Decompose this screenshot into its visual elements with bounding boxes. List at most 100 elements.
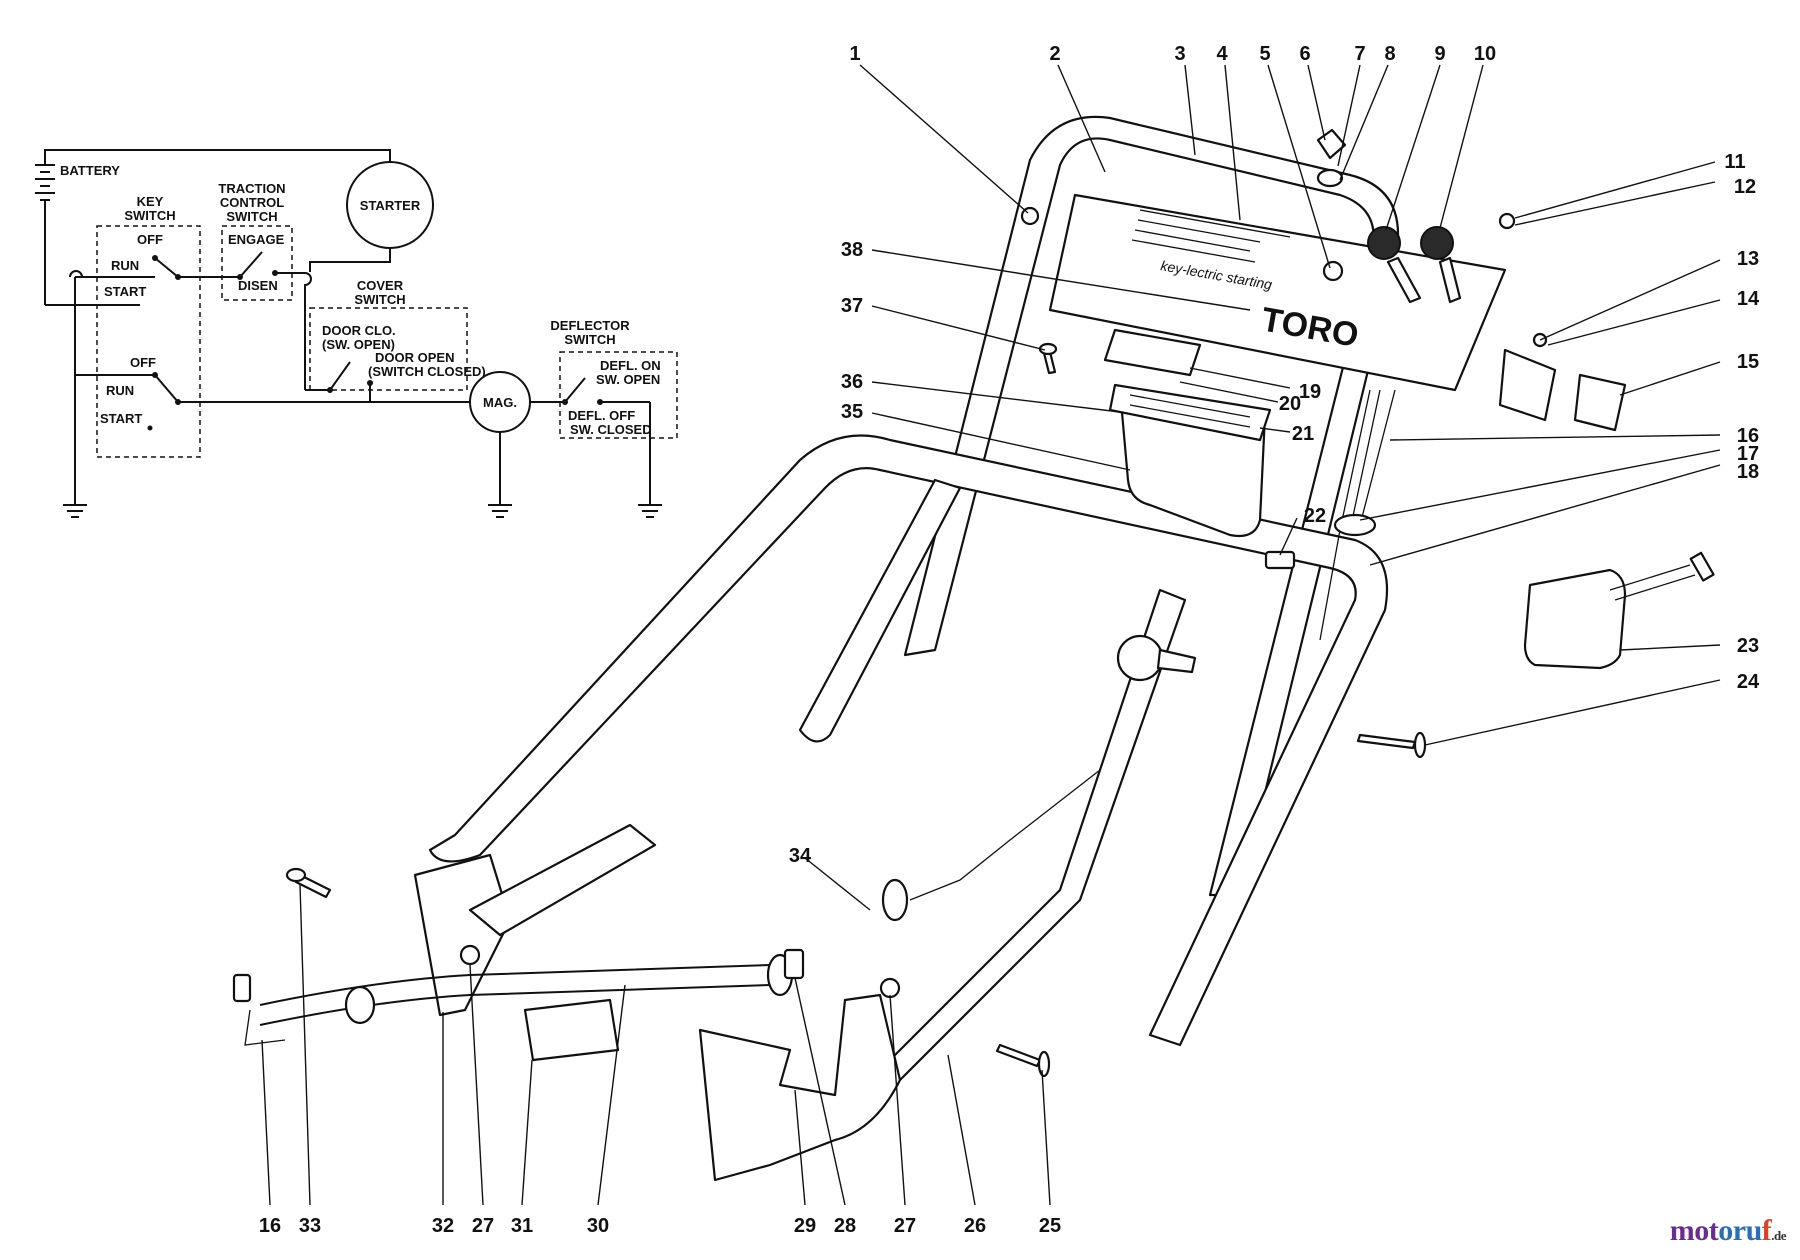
traction-label-1: TRACTION (218, 181, 285, 196)
callout-27-lower: 27 (472, 1215, 494, 1237)
door-open-2: (SWITCH CLOSED) (368, 364, 486, 379)
cable-clamp (523, 998, 620, 1062)
key-switch-box (96, 225, 201, 458)
watermark-part-1: mot (1669, 1214, 1719, 1247)
handle-knob (1116, 634, 1164, 682)
callout-38: 38 (841, 239, 863, 261)
callout-29: 29 (794, 1215, 816, 1237)
callout-30: 30 (587, 1215, 609, 1237)
key-run-upper: RUN (111, 258, 139, 273)
callout-37: 37 (841, 295, 863, 317)
door-clo-1: DOOR CLO. (322, 323, 396, 338)
mag-label: MAG. (483, 395, 517, 410)
callout-15: 15 (1737, 351, 1759, 373)
defl-on-1: DEFL. ON (600, 358, 661, 373)
defl-off-2: SW. CLOSED (570, 422, 652, 437)
battery-symbol (35, 164, 55, 201)
upper-handle (903, 115, 1400, 897)
callout-36: 36 (841, 371, 863, 393)
callout-5: 5 (1259, 43, 1270, 65)
key-start-lower: START (100, 411, 142, 426)
key-run-lower: RUN (106, 383, 134, 398)
deflector-switch-box (559, 351, 678, 439)
cover-label-2: SWITCH (354, 292, 405, 307)
charger (1523, 568, 1627, 670)
callout-22: 22 (1304, 505, 1326, 527)
deflector-label-2: SWITCH (564, 332, 615, 347)
key-off-lower: OFF (130, 355, 156, 370)
starter-label: STARTER (360, 198, 421, 213)
handle-strap (798, 478, 962, 743)
callout-11: 11 (1724, 151, 1745, 173)
leader-lines (261, 64, 1721, 1206)
control-panel (1048, 193, 1507, 392)
disen-label: DISEN (238, 278, 278, 293)
callout-4: 4 (1216, 43, 1228, 65)
relay-cover (1573, 373, 1627, 432)
callout-24: 24 (1737, 671, 1760, 693)
grommet (1333, 513, 1377, 537)
callout-35: 35 (841, 401, 863, 423)
wiring-schematic: BATTERY STARTER KEY SWITCH OFF RUN START… (35, 149, 678, 518)
traction-label-2: CONTROL (220, 195, 284, 210)
watermark-suffix: .de (1771, 1228, 1786, 1243)
callout-9: 9 (1434, 43, 1445, 65)
deflector-label-1: DEFLECTOR (550, 318, 630, 333)
defl-off-1: DEFL. OFF (568, 408, 635, 423)
callout-17: 17 (1737, 443, 1759, 465)
relay (1498, 348, 1557, 422)
callout-23: 23 (1737, 635, 1759, 657)
key-start-upper: START (104, 284, 146, 299)
callout-28: 28 (834, 1215, 856, 1237)
key-off-upper: OFF (137, 232, 163, 247)
callout-18: 18 (1737, 461, 1759, 483)
callout-8: 8 (1384, 43, 1395, 65)
defl-on-2: SW. OPEN (596, 372, 660, 387)
callout-7: 7 (1354, 43, 1365, 65)
callout-33: 33 (299, 1215, 321, 1237)
callout-16: 16 (1737, 425, 1759, 447)
choke-knob (1367, 226, 1401, 260)
callout-25: 25 (1039, 1215, 1061, 1237)
callout-10: 10 (1474, 43, 1496, 65)
key-switch-label-2: SWITCH (124, 208, 175, 223)
callout-20: 20 (1279, 393, 1301, 415)
battery-bracket (1103, 328, 1202, 377)
door-clo-2: (SW. OPEN) (322, 337, 395, 352)
watermark-logo: motoruf.de (1669, 1214, 1787, 1248)
callout-3: 3 (1174, 43, 1185, 65)
callout-2: 2 (1049, 43, 1060, 65)
switch-bracket (413, 853, 512, 1017)
callout-32: 32 (432, 1215, 454, 1237)
callout-13: 13 (1737, 248, 1759, 270)
traction-label-3: SWITCH (226, 209, 277, 224)
callout-34: 34 (789, 845, 812, 867)
callout-27: 27 (894, 1215, 916, 1237)
callout-numbers: 1 2 3 4 5 6 7 8 9 10 11 12 13 14 15 16 1… (259, 43, 1760, 1237)
ground-symbol-mag (488, 504, 512, 518)
callout-14: 14 (1737, 288, 1760, 310)
throttle-knob (1420, 226, 1454, 260)
carriage-bolt (1413, 731, 1427, 759)
door-open-1: DOOR OPEN (375, 350, 454, 365)
callout-31: 31 (511, 1215, 533, 1237)
callout-26: 26 (964, 1215, 986, 1237)
deflector-bracket (698, 993, 902, 1182)
lower-handle (428, 434, 1389, 1047)
callout-1: 1 (849, 43, 860, 65)
callout-6: 6 (1299, 43, 1310, 65)
handle-assembly-drawing: key-lectric starting TORO (232, 115, 1715, 1182)
callout-19: 19 (1299, 381, 1321, 403)
ground-symbol-deflector (638, 504, 662, 518)
key-switch-label-1: KEY (137, 194, 164, 209)
battery-label: BATTERY (60, 163, 120, 178)
cover-label-1: COVER (357, 278, 404, 293)
callout-16-lower: 16 (259, 1215, 281, 1237)
watermark-part-3: f (1761, 1214, 1772, 1247)
ground-symbol (63, 504, 87, 518)
cover-switch-box (309, 307, 468, 391)
engage-label: ENGAGE (228, 232, 285, 247)
callout-12: 12 (1734, 176, 1756, 198)
watermark-part-2: oru (1718, 1214, 1762, 1247)
callout-21: 21 (1292, 423, 1314, 445)
